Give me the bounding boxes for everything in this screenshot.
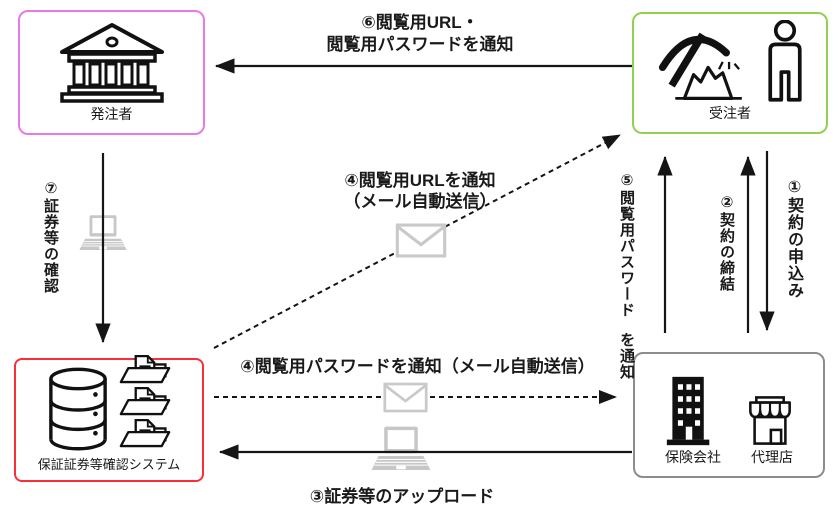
system-icons xyxy=(16,355,202,453)
laptop-icon xyxy=(371,426,431,470)
insurer-label: 保険会社 xyxy=(665,449,721,465)
orderer-label: 発注者 xyxy=(90,106,133,122)
mail-icon xyxy=(395,223,447,258)
mail-icon xyxy=(383,382,428,413)
label-step6-line2: 閲覧用パスワードを通知 xyxy=(326,35,514,54)
label-step5: ⑤閲覧用パスワード を通知 xyxy=(617,171,636,380)
label-step4-url: ④閲覧用URLを通知 （メール自動送信） xyxy=(300,170,540,212)
laptop-icon xyxy=(79,215,127,250)
contractor-label: 受注者 xyxy=(709,105,751,121)
system-label: 保証証券等確認システム xyxy=(37,457,181,472)
partners-icons xyxy=(635,354,823,447)
label-step1: ①契約の申込み xyxy=(785,177,802,299)
building-icon xyxy=(666,376,710,446)
folder-doc-icon xyxy=(119,355,171,384)
folder-doc-icon xyxy=(119,387,171,416)
label-step5-line1: ⑤閲覧用パスワード xyxy=(618,171,635,318)
node-orderer: 発注者 xyxy=(18,10,205,135)
node-partners: 保険会社 代理店 xyxy=(633,352,825,478)
orderer-icons xyxy=(20,12,203,103)
bank-icon xyxy=(59,23,164,103)
label-step7: ⑦証券等の確認 xyxy=(42,179,59,294)
label-step2: ②契約の締結 xyxy=(718,193,735,292)
node-contractor: 受注者 xyxy=(632,12,828,134)
person-icon xyxy=(768,20,802,102)
database-icon xyxy=(49,367,107,451)
label-step6: ⑥閲覧用URL・ 閲覧用パスワードを通知 xyxy=(285,12,555,56)
label-step4-url-line2: （メール自動送信） xyxy=(343,192,497,211)
agency-label: 代理店 xyxy=(751,449,793,465)
folder-doc-icon xyxy=(119,419,171,448)
node-system: 保証証券等確認システム xyxy=(14,355,204,482)
label-step4-url-line1: ④閲覧用URLを通知 xyxy=(344,171,496,190)
label-step5-line2: を通知 xyxy=(618,332,635,380)
label-step6-line1: ⑥閲覧用URL・ xyxy=(361,13,479,32)
system-folder-stack xyxy=(119,355,171,449)
partners-labels: 保険会社 代理店 xyxy=(635,447,823,467)
pickaxe-rock-icon xyxy=(658,32,742,100)
label-step3: ③証券等のアップロード xyxy=(309,487,495,506)
contractor-icons xyxy=(634,14,826,102)
label-step4-password: ④閲覧用パスワードを通知（メール自動送信） xyxy=(240,357,595,376)
store-icon xyxy=(749,396,791,445)
